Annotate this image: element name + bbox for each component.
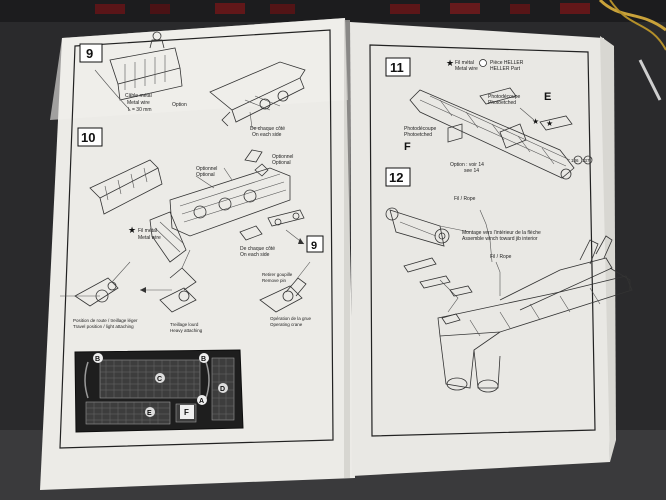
step-11-box	[385, 57, 411, 77]
each-side-en-label-2: On each side	[240, 252, 270, 258]
operating-crane-en-label: Operating crane	[270, 322, 303, 327]
red-light-strip	[95, 3, 590, 14]
svg-text:★: ★	[532, 117, 539, 126]
remove-pin-fr-label: Retirer goupille	[262, 272, 293, 277]
heavy-attaching-fr-label: Treillage lourd	[170, 322, 199, 327]
svg-text:C: C	[157, 376, 162, 383]
part-number-136: 136	[571, 158, 579, 163]
heller-part-fr-label: Pièce HELLER	[490, 60, 524, 66]
step-9-number: 9	[86, 46, 93, 61]
travel-position-en-label: Travel position / light attaching	[73, 324, 134, 329]
photoetched-f-letter: F	[404, 141, 411, 153]
rope-label-2: Fil / Rope	[490, 254, 512, 260]
step-12-drawing	[385, 207, 633, 393]
fil-metal-label: Fil métal	[138, 228, 157, 234]
svg-text:D: D	[220, 386, 225, 393]
cable-metal-label: Câble métal	[125, 93, 152, 99]
photoetched-f-fr-label: Photodécoupe	[404, 126, 436, 132]
photoetched-e-letter: E	[544, 91, 551, 103]
svg-text:E: E	[147, 410, 152, 417]
rope-label-1: Fil / Rope	[454, 196, 476, 202]
page-fold-shadow	[344, 20, 350, 478]
crane-position-diagrams	[60, 249, 311, 313]
step-9-reference-number: 9	[311, 240, 317, 252]
svg-text:F: F	[184, 408, 189, 417]
star-icon-11: ★	[446, 58, 454, 68]
svg-text:B: B	[201, 356, 206, 363]
operating-crane-fr-label: Opération de la grue	[270, 316, 312, 321]
metal-wire-label-2: Metal wire	[138, 235, 161, 241]
wire-length-label: L = 30 mm	[128, 107, 152, 113]
step-11-number: 11	[390, 60, 404, 75]
step-11-drawing: ★ ★	[409, 87, 593, 180]
each-side-en-label: On each side	[252, 132, 282, 138]
right-page: 11 ★ Fil métal Metal wire Pièce HELLER H…	[350, 22, 633, 476]
option-see-fr-label: Option : voir 14	[450, 162, 484, 168]
step-10-box	[77, 127, 103, 147]
optional-en-label-b: Optional	[272, 160, 291, 166]
winch-assembly-en-label: Assemble winch toward jib interior	[462, 236, 538, 242]
part-number-137: 137	[582, 158, 590, 163]
each-side-fr-label-2: De chaque côté	[240, 246, 275, 252]
metal-wire-label: Metal wire	[127, 100, 150, 106]
svg-text:B: B	[95, 356, 100, 363]
option-see-en-label: see 14	[464, 168, 479, 174]
step-9-reference-box	[306, 235, 324, 253]
remove-pin-en-label: Remove pin	[262, 278, 287, 283]
svg-text:★: ★	[546, 119, 553, 128]
fret-letter-markers: B B C D E A F	[93, 353, 228, 419]
optional-fr-label-a: Optionnel	[196, 166, 217, 172]
winch-assembly-fr-label: Montage vers l'intérieur de la flèche	[462, 230, 541, 236]
each-side-fr-label: De chaque côté	[250, 126, 285, 132]
heavy-attaching-en-label: Heavy attaching	[170, 328, 203, 333]
photoetch-fret	[74, 349, 244, 433]
photoetched-e-en-label: Photoetched	[488, 100, 516, 106]
step-10-drawing	[89, 149, 305, 263]
star-icon: ★	[128, 225, 136, 235]
option-label-9: Option	[172, 102, 187, 108]
metal-wire-label-11: Metal wire	[455, 66, 478, 72]
photoetched-e-fr-label: Photodécoupe	[488, 94, 520, 100]
optional-fr-label-b: Optionnel	[272, 154, 293, 160]
step-12-box	[385, 167, 411, 187]
step-9-drawing	[94, 31, 306, 129]
step-12-number: 12	[389, 170, 403, 185]
heller-part-icon	[479, 59, 487, 67]
step-10-number: 10	[81, 130, 95, 145]
left-page: 9 Câble métal Metal wire L = 30 mm Optio…	[40, 18, 355, 490]
photoetched-f-en-label: Photoetched	[404, 132, 432, 138]
optional-en-label-a: Optional	[196, 172, 215, 178]
step-9-box	[79, 43, 103, 63]
fil-metal-label-11: Fil métal	[455, 60, 474, 66]
yellow-wires	[598, 0, 666, 101]
travel-position-fr-label: Position de route / treillage léger	[73, 318, 138, 323]
heller-part-en-label: HELLER Part	[490, 66, 521, 72]
svg-text:A: A	[199, 398, 204, 405]
